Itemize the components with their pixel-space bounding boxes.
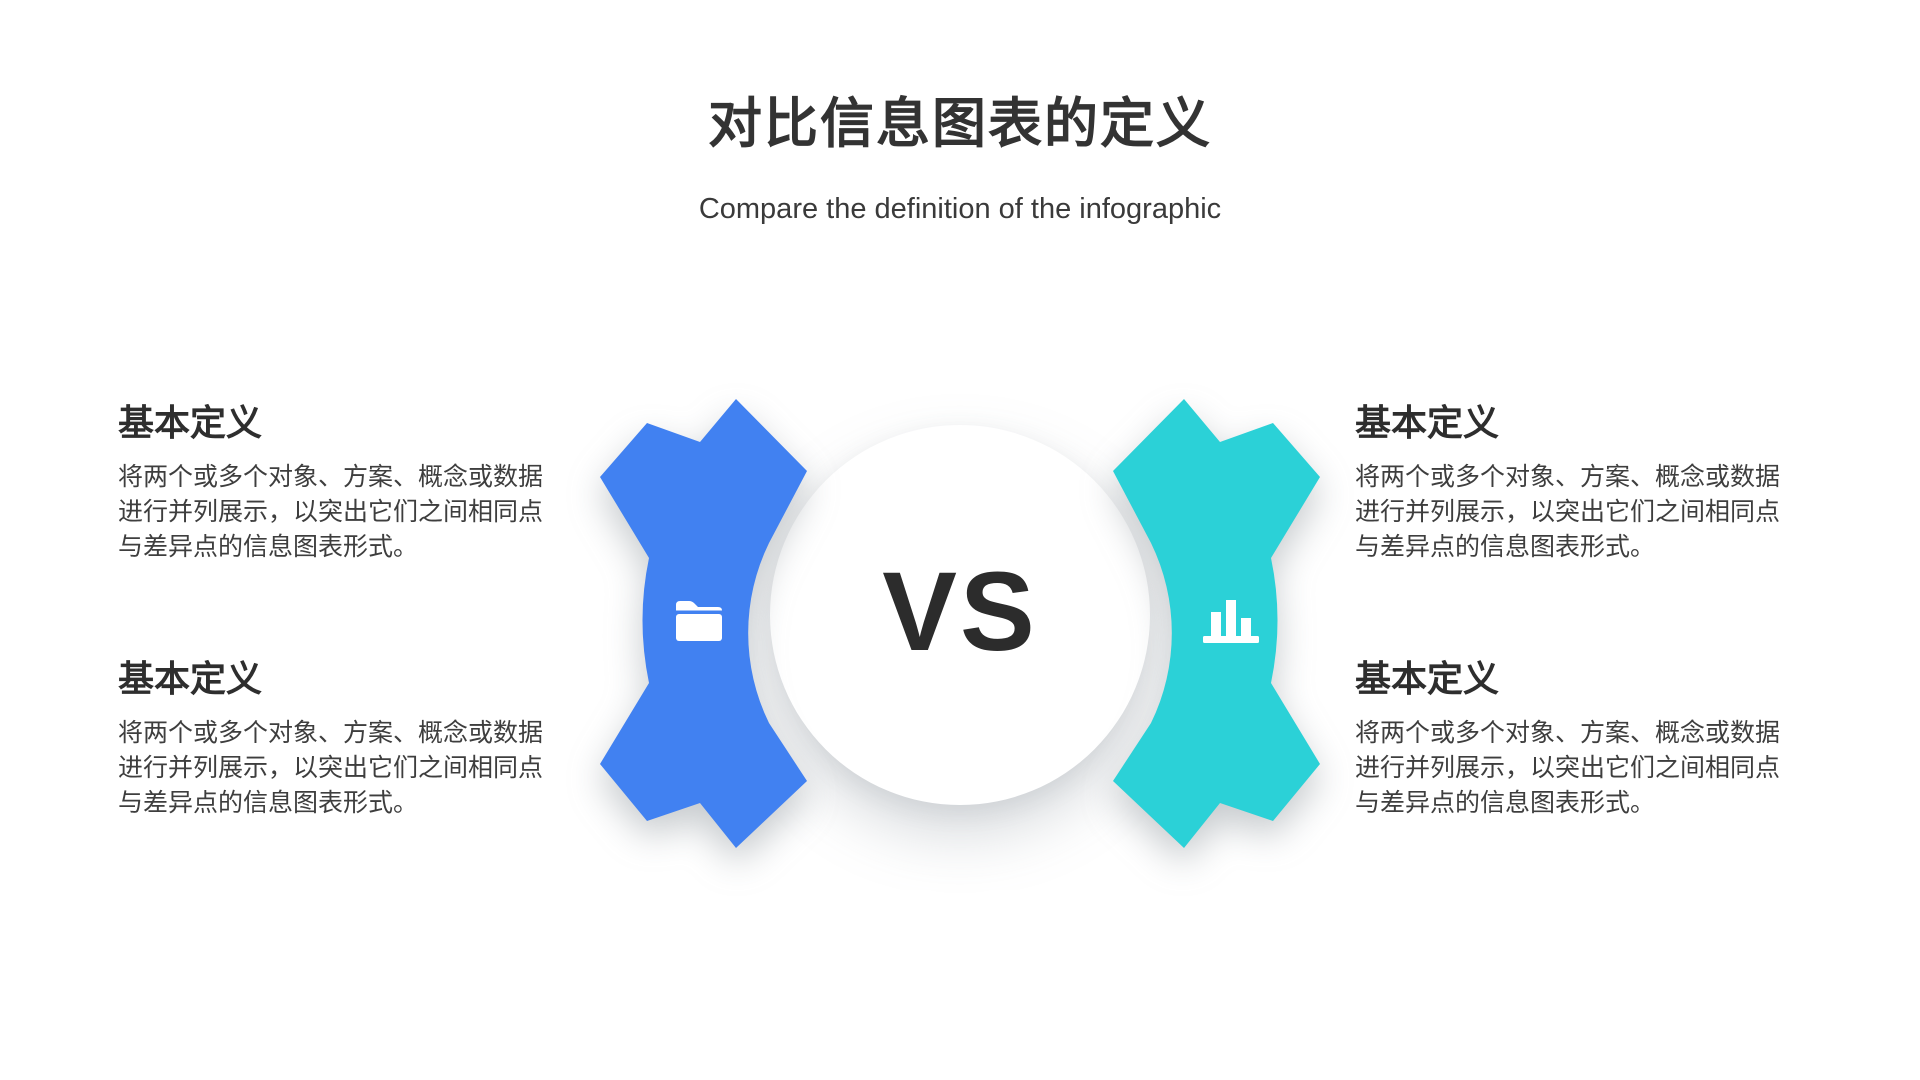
definition-body: 将两个或多个对象、方案、概念或数据进行并列展示，以突出它们之间相同点与差异点的信…	[1355, 719, 1781, 817]
definition-heading: 基本定义	[1355, 658, 1500, 699]
vs-label: VS	[882, 548, 1038, 674]
bar-chart-icon	[1203, 600, 1259, 643]
folder-icon	[676, 601, 722, 641]
definition-block-left-bottom: 基本定义 将两个或多个对象、方案、概念或数据进行并列展示，以突出它们之间相同点与…	[118, 656, 563, 821]
definition-block-right-bottom: 基本定义 将两个或多个对象、方案、概念或数据进行并列展示，以突出它们之间相同点与…	[1355, 656, 1800, 821]
definition-block-right-top: 基本定义 将两个或多个对象、方案、概念或数据进行并列展示，以突出它们之间相同点与…	[1355, 400, 1800, 565]
page-title: 对比信息图表的定义	[708, 94, 1212, 154]
definition-heading: 基本定义	[1355, 402, 1500, 443]
page-subtitle: Compare the definition of the infographi…	[698, 193, 1222, 225]
definition-body: 将两个或多个对象、方案、概念或数据进行并列展示，以突出它们之间相同点与差异点的信…	[118, 719, 544, 817]
definition-block-left-top: 基本定义 将两个或多个对象、方案、概念或数据进行并列展示，以突出它们之间相同点与…	[118, 400, 563, 565]
definition-heading: 基本定义	[118, 658, 263, 699]
definition-body: 将两个或多个对象、方案、概念或数据进行并列展示，以突出它们之间相同点与差异点的信…	[1355, 463, 1781, 561]
definition-body: 将两个或多个对象、方案、概念或数据进行并列展示，以突出它们之间相同点与差异点的信…	[118, 463, 544, 561]
definition-heading: 基本定义	[118, 402, 263, 443]
vs-circle: VS	[770, 425, 1150, 805]
